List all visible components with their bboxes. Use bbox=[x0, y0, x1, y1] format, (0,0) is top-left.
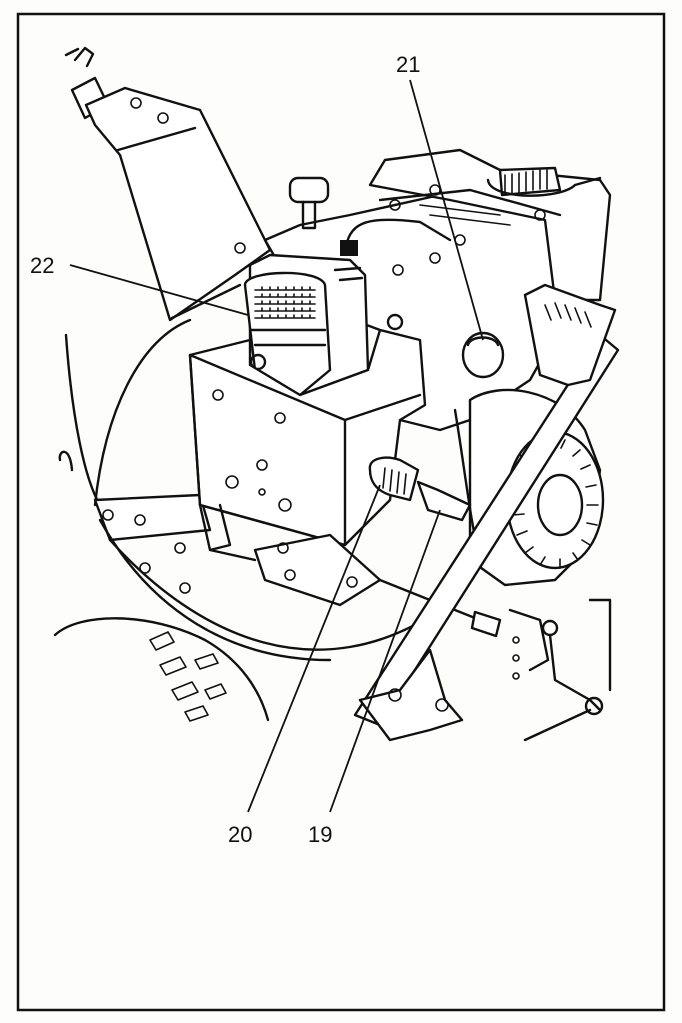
control-panel bbox=[188, 313, 427, 547]
choke-lever bbox=[416, 480, 472, 522]
wheel-linkage bbox=[512, 598, 612, 742]
auger-housing bbox=[58, 318, 442, 662]
callout-19: 19 bbox=[308, 822, 332, 847]
callout-20: 20 bbox=[228, 822, 252, 847]
frame-base bbox=[198, 503, 550, 672]
leader-22 bbox=[69, 264, 249, 316]
discharge-chute bbox=[64, 46, 272, 322]
spark-plug-wire bbox=[340, 218, 452, 256]
leader-lines bbox=[69, 79, 484, 813]
callout-21: 21 bbox=[396, 52, 420, 77]
leader-21 bbox=[409, 79, 484, 341]
handle-bar bbox=[353, 283, 620, 742]
page-frame bbox=[16, 12, 666, 1012]
leader-19 bbox=[329, 509, 441, 813]
tire bbox=[53, 617, 270, 722]
primer-knob bbox=[288, 176, 330, 230]
fuel-knob bbox=[461, 331, 505, 379]
fuel-tank-cap bbox=[486, 166, 602, 197]
leader-20 bbox=[247, 484, 381, 813]
throttle-lever bbox=[368, 456, 420, 502]
muffler-screen bbox=[254, 286, 316, 322]
muffler bbox=[243, 253, 370, 397]
callout-22: 22 bbox=[30, 253, 54, 278]
